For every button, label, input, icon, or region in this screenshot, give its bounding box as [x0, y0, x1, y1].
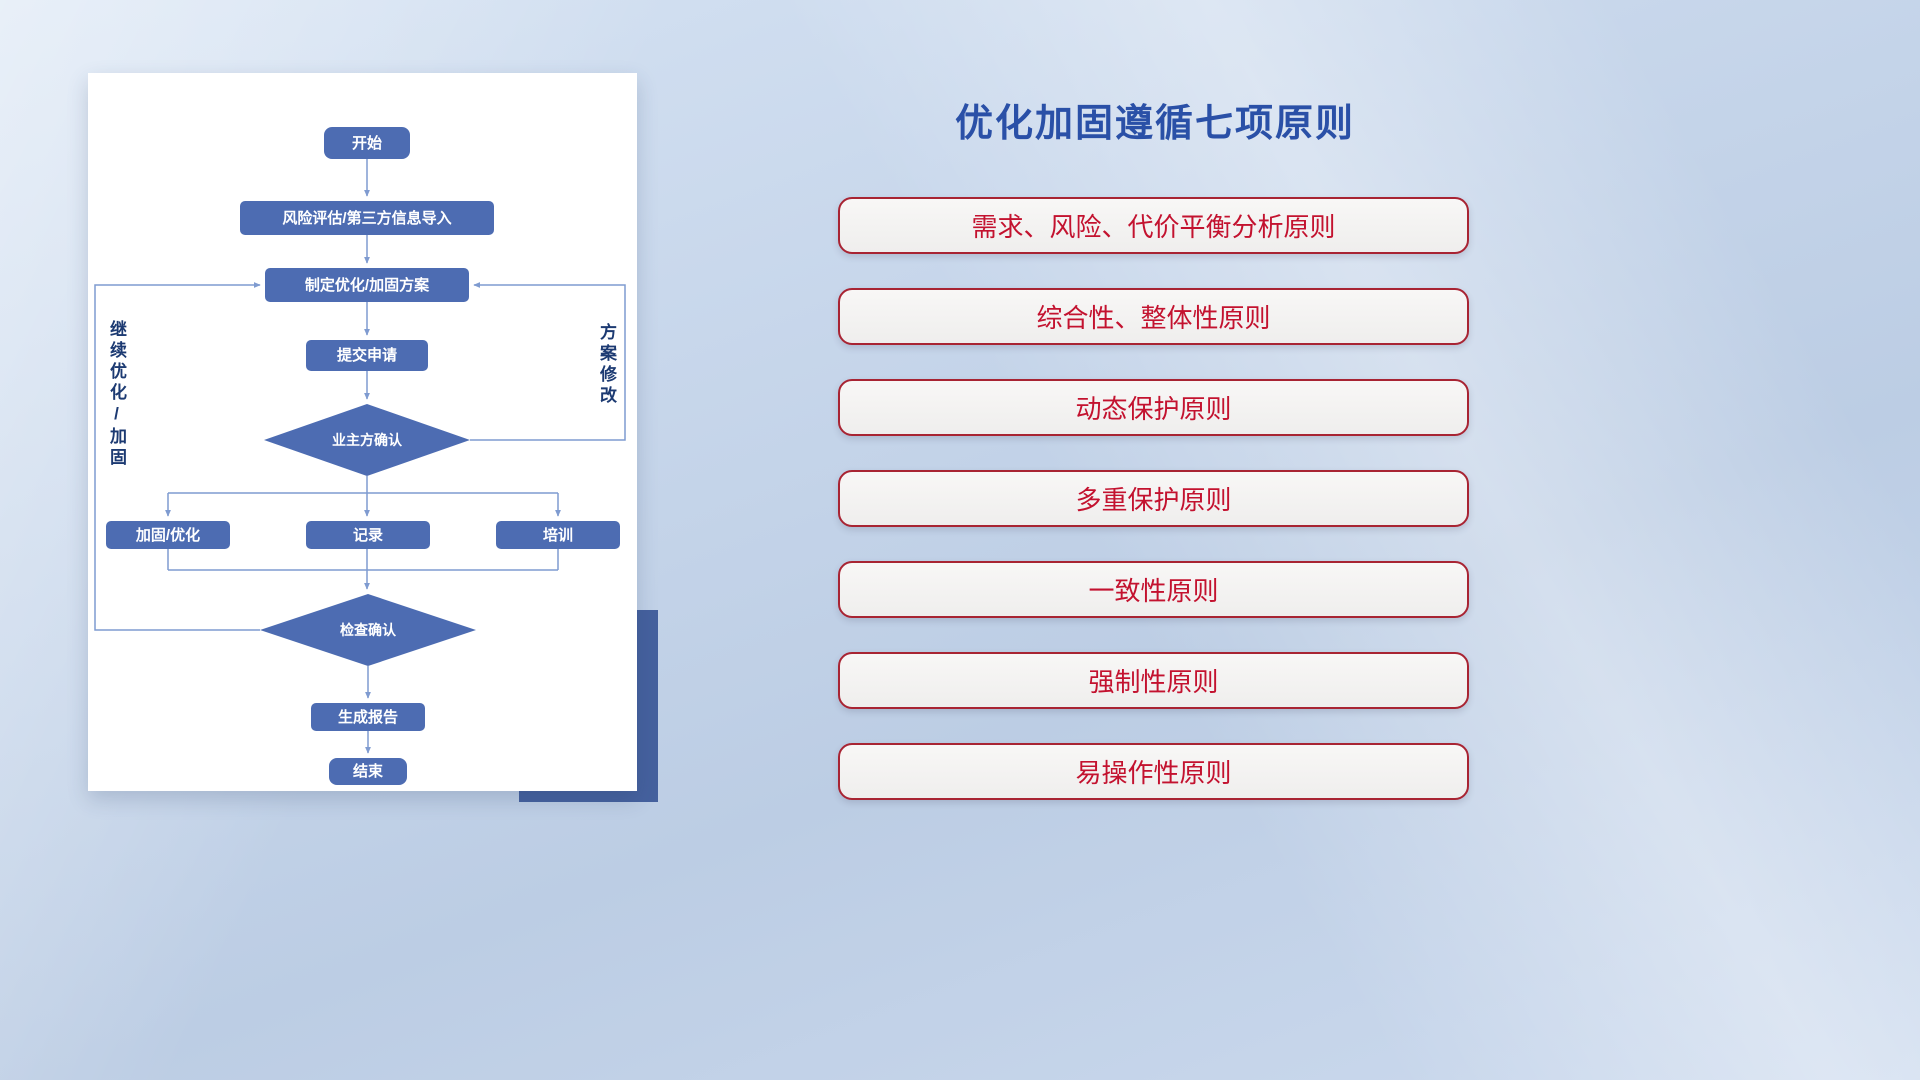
loop-label-plan-revise: 方案修改	[597, 323, 616, 407]
connector-loop-continue	[94, 282, 261, 631]
flow-node-training: 培训	[496, 521, 620, 549]
flow-node-make-plan: 制定优化/加固方案	[265, 268, 469, 302]
principle-item-5: 一致性原则	[838, 561, 1469, 618]
flow-node-submit: 提交申请	[306, 340, 428, 371]
connector-loop-plan-revise	[470, 282, 626, 441]
flow-connectors	[94, 159, 626, 754]
flow-node-risk-import: 风险评估/第三方信息导入	[240, 201, 494, 235]
loop-label-continue-optimize: 继续优化/加固	[107, 320, 126, 469]
principle-item-1: 需求、风险、代价平衡分析原则	[838, 197, 1469, 254]
principles-list: 需求、风险、代价平衡分析原则 综合性、整体性原则 动态保护原则 多重保护原则 一…	[838, 197, 1469, 800]
flow-node-report: 生成报告	[311, 703, 425, 731]
principle-item-2: 综合性、整体性原则	[838, 288, 1469, 345]
page-title: 优化加固遵循七项原则	[954, 103, 1355, 145]
flow-node-record: 记录	[306, 521, 430, 549]
flow-node-end: 结束	[329, 758, 407, 785]
principle-item-6: 强制性原则	[838, 652, 1469, 709]
principle-item-3: 动态保护原则	[838, 379, 1469, 436]
principle-item-4: 多重保护原则	[838, 470, 1469, 527]
flowchart-card: 开始 风险评估/第三方信息导入 制定优化/加固方案 提交申请 业主方确认 加固/…	[88, 73, 637, 791]
flow-node-start: 开始	[324, 127, 410, 159]
flow-node-harden: 加固/优化	[106, 521, 230, 549]
principle-item-7: 易操作性原则	[838, 743, 1469, 800]
